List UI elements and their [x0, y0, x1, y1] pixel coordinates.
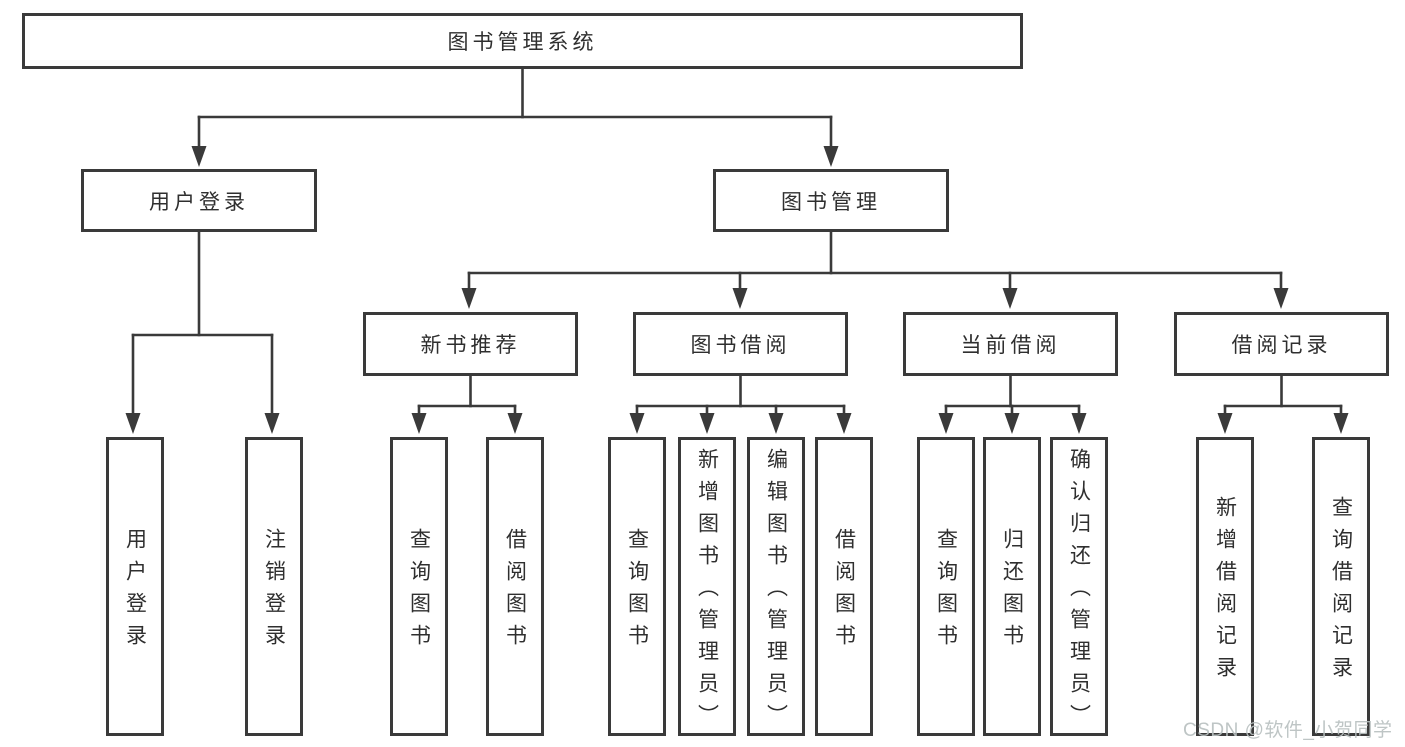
leaf-current-query-books: 查询图书 [917, 437, 975, 736]
leaf-borrow-add-books-admin: 新增图书（管理员） [678, 437, 736, 736]
node-current-borrow-label: 当前借阅 [960, 334, 1061, 357]
leaf-current-confirm-return-admin: 确认归还（管理员） [1050, 437, 1108, 736]
leaf-borrow-borrow-books-label: 借阅图书 [832, 527, 856, 656]
node-user-login: 用户登录 [81, 169, 317, 232]
leaf-borrow-edit-books-admin: 编辑图书（管理员） [747, 437, 805, 736]
leaf-user-login: 用户登录 [106, 437, 164, 736]
node-new-book-recommend: 新书推荐 [363, 312, 578, 376]
leaf-recommend-borrow-books-label: 借阅图书 [503, 527, 527, 656]
leaf-borrow-query-books: 查询图书 [608, 437, 666, 736]
leaf-current-query-books-label: 查询图书 [934, 527, 958, 656]
leaf-recommend-borrow-books: 借阅图书 [486, 437, 544, 736]
leaf-logout: 注销登录 [245, 437, 303, 736]
node-book-management: 图书管理 [713, 169, 949, 232]
leaf-current-confirm-return-admin-label: 确认归还（管理员） [1067, 447, 1091, 736]
leaf-logout-label: 注销登录 [262, 527, 286, 656]
csdn-watermark: CSDN @软件_小贺同学 [1183, 720, 1393, 741]
leaf-borrow-edit-books-admin-label: 编辑图书（管理员） [764, 447, 788, 736]
leaf-records-query-record-label: 查询借阅记录 [1329, 495, 1353, 688]
arrowheads [125, 146, 1349, 434]
leaf-records-add-record: 新增借阅记录 [1196, 437, 1254, 736]
node-borrow-records-label: 借阅记录 [1231, 334, 1332, 357]
leaf-records-query-record: 查询借阅记录 [1312, 437, 1370, 736]
leaf-borrow-query-books-label: 查询图书 [625, 527, 649, 656]
node-book-management-label: 图书管理 [781, 190, 881, 214]
leaf-current-return-books-label: 归还图书 [1000, 527, 1024, 656]
node-root-system: 图书管理系统 [22, 13, 1023, 69]
leaf-recommend-query-books: 查询图书 [390, 437, 448, 736]
node-book-borrow: 图书借阅 [633, 312, 848, 376]
node-current-borrow: 当前借阅 [903, 312, 1118, 376]
leaf-borrow-add-books-admin-label: 新增图书（管理员） [695, 447, 719, 736]
node-new-book-recommend-label: 新书推荐 [420, 334, 521, 357]
leaf-recommend-query-books-label: 查询图书 [407, 527, 431, 656]
node-root-system-label: 图书管理系统 [447, 31, 598, 54]
leaf-records-add-record-label: 新增借阅记录 [1213, 495, 1237, 688]
leaf-current-return-books: 归还图书 [983, 437, 1041, 736]
node-book-borrow-label: 图书借阅 [690, 334, 791, 357]
node-borrow-records: 借阅记录 [1174, 312, 1389, 376]
leaf-user-login-label: 用户登录 [123, 527, 147, 656]
node-user-login-label: 用户登录 [149, 190, 249, 214]
leaf-borrow-borrow-books: 借阅图书 [815, 437, 873, 736]
